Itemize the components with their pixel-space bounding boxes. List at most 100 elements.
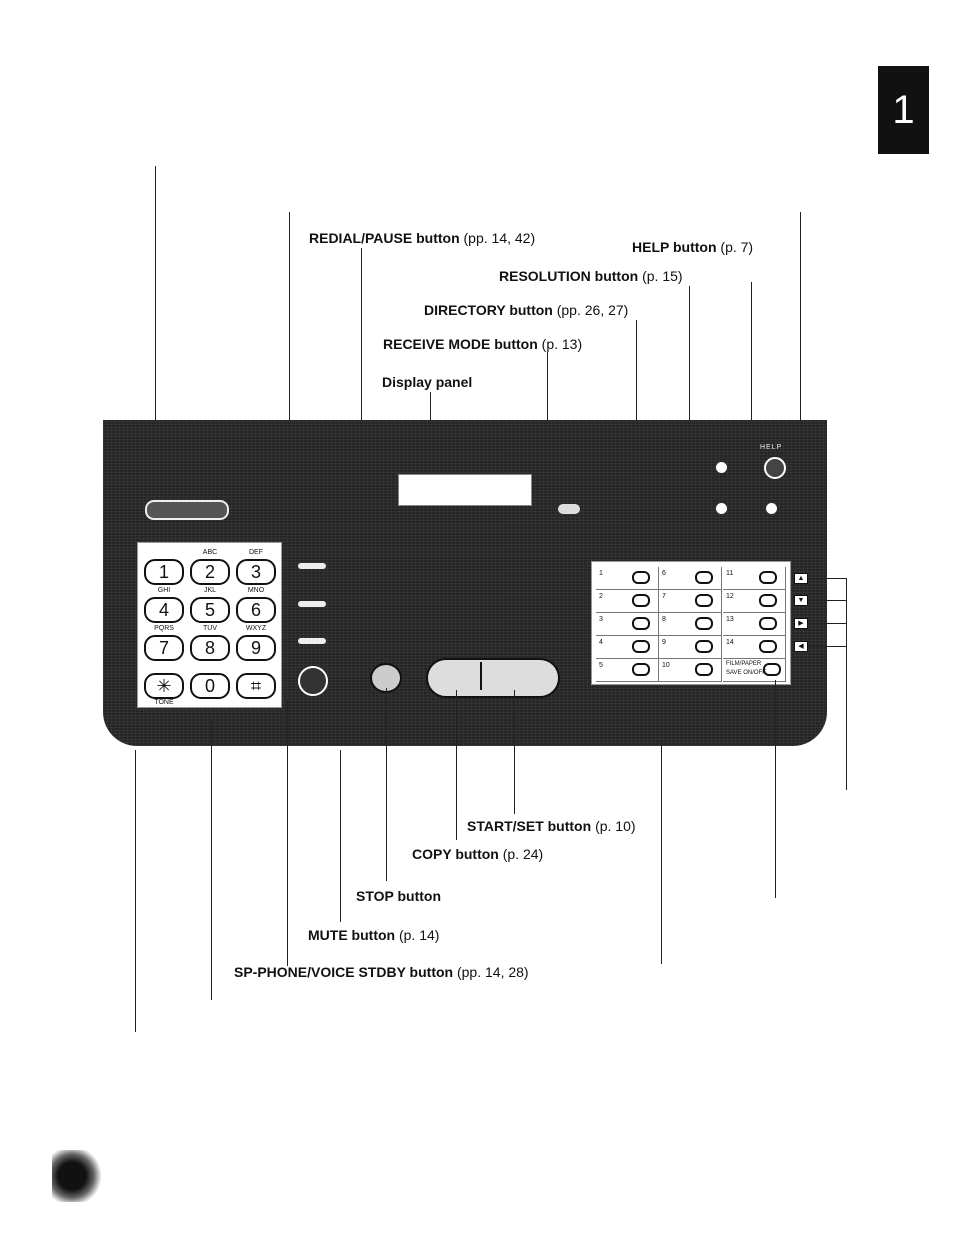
keypad-key[interactable]: 4 [144, 597, 184, 623]
help-label: HELP button (p. 7) [632, 239, 754, 255]
one-touch-key[interactable]: 7 [659, 590, 722, 613]
keypad-key-letters: PQRS [154, 625, 174, 632]
one-touch-key[interactable]: 4 [596, 636, 659, 659]
leader-line [661, 740, 662, 964]
navigation-key[interactable]: ◀ [794, 641, 808, 652]
indicator-dot[interactable] [766, 503, 777, 514]
leader-line [808, 578, 846, 579]
leader-line [800, 212, 801, 420]
display-panel-label: Display panel [382, 374, 473, 390]
leader-line [135, 750, 136, 1032]
one-touch-button-icon [632, 663, 650, 676]
keypad-key[interactable]: 8 [190, 635, 230, 661]
leader-line [636, 320, 637, 420]
one-touch-key[interactable]: 13 [723, 613, 786, 636]
leader-line [808, 646, 846, 647]
keypad-key[interactable]: ⌗ [236, 673, 276, 699]
one-touch-button-icon [759, 640, 777, 653]
one-touch-button-icon [632, 640, 650, 653]
leader-line [386, 688, 387, 881]
one-touch-key[interactable]: 11 [723, 567, 786, 590]
one-touch-button-icon [632, 594, 650, 607]
keypad-key-letters: WXYZ [245, 625, 267, 632]
directory-label: DIRECTORY button (pp. 26, 27) [424, 302, 629, 318]
navigation-key[interactable]: ▲ [794, 573, 808, 584]
one-touch-number: 3 [599, 616, 603, 623]
leader-line [775, 680, 776, 898]
one-touch-key[interactable]: 5 [596, 659, 659, 682]
keypad-key[interactable]: 3 [236, 559, 276, 585]
film-paper-button-icon [763, 663, 781, 676]
chapter-tab: 1 [878, 66, 929, 154]
leader-line [751, 282, 752, 458]
one-touch-number: 9 [662, 639, 666, 646]
one-touch-key[interactable]: 3 [596, 613, 659, 636]
leader-line [514, 690, 515, 814]
one-touch-button-icon [695, 663, 713, 676]
one-touch-key[interactable]: 9 [659, 636, 722, 659]
resolution-button[interactable] [716, 503, 727, 514]
leader-line [456, 690, 457, 840]
leader-line [430, 392, 431, 432]
one-touch-number: 11 [726, 570, 734, 577]
help-button-text: HELP [760, 444, 783, 451]
one-touch-button-icon [759, 594, 777, 607]
leader-line [689, 286, 690, 420]
start-set-button[interactable] [480, 662, 554, 690]
sp-phone-button[interactable] [298, 666, 328, 696]
help-button[interactable] [764, 457, 786, 479]
one-touch-number: 8 [662, 616, 666, 623]
receive-mode-button[interactable] [558, 504, 580, 514]
directory-button[interactable] [716, 462, 727, 473]
leader-line [289, 212, 290, 420]
keypad-key[interactable]: 1 [144, 559, 184, 585]
mute-label: MUTE button (p. 14) [308, 927, 440, 943]
one-touch-button-icon [695, 640, 713, 653]
keypad-key[interactable]: 6 [236, 597, 276, 623]
leader-line [287, 700, 288, 966]
one-touch-number: 4 [599, 639, 603, 646]
navigation-key[interactable]: ▼ [794, 595, 808, 606]
function-key[interactable] [298, 638, 326, 644]
one-touch-button-icon [759, 617, 777, 630]
copy-label: COPY button (p. 24) [412, 846, 544, 862]
one-touch-key[interactable]: 10 [659, 659, 722, 682]
one-touch-button-icon [695, 594, 713, 607]
leader-line [361, 248, 362, 420]
leader-line [547, 352, 548, 420]
one-touch-number: 13 [726, 616, 734, 623]
copy-button[interactable] [430, 662, 476, 690]
one-touch-button-icon [759, 571, 777, 584]
keypad-key[interactable]: 2 [190, 559, 230, 585]
keypad-key[interactable]: 0 [190, 673, 230, 699]
one-touch-number: 6 [662, 570, 666, 577]
one-touch-key[interactable]: 6 [659, 567, 722, 590]
function-key[interactable] [298, 601, 326, 607]
leader-line [155, 166, 156, 420]
start-set-label: START/SET button (p. 10) [467, 818, 636, 834]
keypad-key[interactable]: 7 [144, 635, 184, 661]
keypad-key[interactable]: 5 [190, 597, 230, 623]
volume-rocker[interactable] [145, 500, 229, 520]
function-key[interactable] [298, 563, 326, 569]
leader-line [846, 578, 847, 790]
copy-start-button-pair [426, 658, 560, 698]
one-touch-number: 7 [662, 593, 666, 600]
leader-line [340, 750, 341, 922]
one-touch-button-icon [695, 571, 713, 584]
keypad-key[interactable]: ✳ [144, 673, 184, 699]
sp-phone-label: SP-PHONE/VOICE STDBY button (pp. 14, 28) [234, 964, 529, 980]
keypad-key-letters: TONE [154, 699, 174, 706]
one-touch-key[interactable]: 1 [596, 567, 659, 590]
one-touch-key[interactable]: 2 [596, 590, 659, 613]
one-touch-number: 14 [726, 639, 734, 646]
keypad-key[interactable]: 9 [236, 635, 276, 661]
one-touch-key[interactable]: 14 [723, 636, 786, 659]
one-touch-key[interactable]: 8 [659, 613, 722, 636]
navigation-key[interactable]: ▶ [794, 618, 808, 629]
leader-line [808, 600, 846, 601]
one-touch-number: 12 [726, 593, 734, 600]
one-touch-key[interactable]: 12 [723, 590, 786, 613]
